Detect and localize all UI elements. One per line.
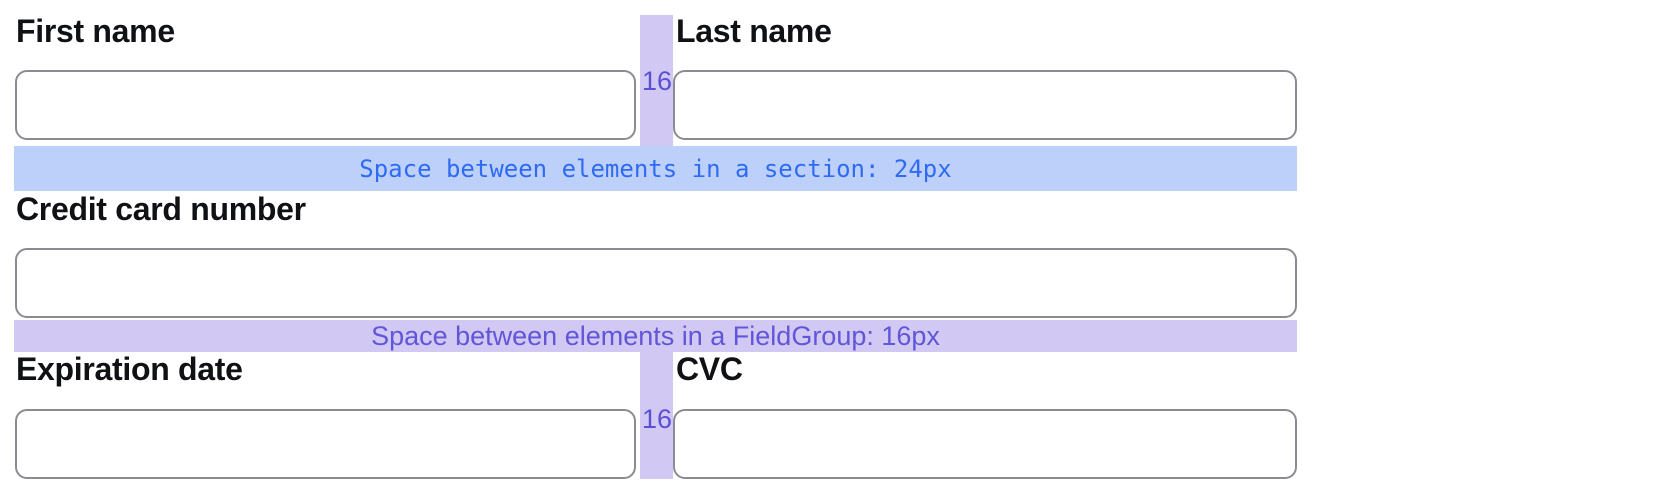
column-gap-value-bottom: 16 [642, 404, 673, 434]
section-spacer-text: Space between elements in a section: 24p… [359, 154, 952, 183]
column-gap-band-bottom [640, 352, 673, 479]
fieldgroup-spacer-band: Space between elements in a FieldGroup: … [14, 320, 1297, 352]
expiration-date-input[interactable] [15, 409, 636, 479]
first-name-input[interactable] [15, 70, 636, 140]
section-spacer-band: Space between elements in a section: 24p… [14, 146, 1297, 191]
last-name-label: Last name [676, 13, 832, 49]
cvc-label: CVC [676, 351, 743, 387]
last-name-input[interactable] [673, 70, 1297, 140]
expiration-date-label: Expiration date [16, 351, 243, 387]
column-gap-band-top [640, 15, 673, 146]
credit-card-number-input[interactable] [15, 248, 1297, 318]
column-gap-value-top: 16 [642, 66, 673, 96]
cvc-input[interactable] [673, 409, 1297, 479]
credit-card-number-label: Credit card number [16, 191, 306, 227]
fieldgroup-spacer-text: Space between elements in a FieldGroup: … [371, 320, 940, 351]
first-name-label: First name [16, 13, 175, 49]
